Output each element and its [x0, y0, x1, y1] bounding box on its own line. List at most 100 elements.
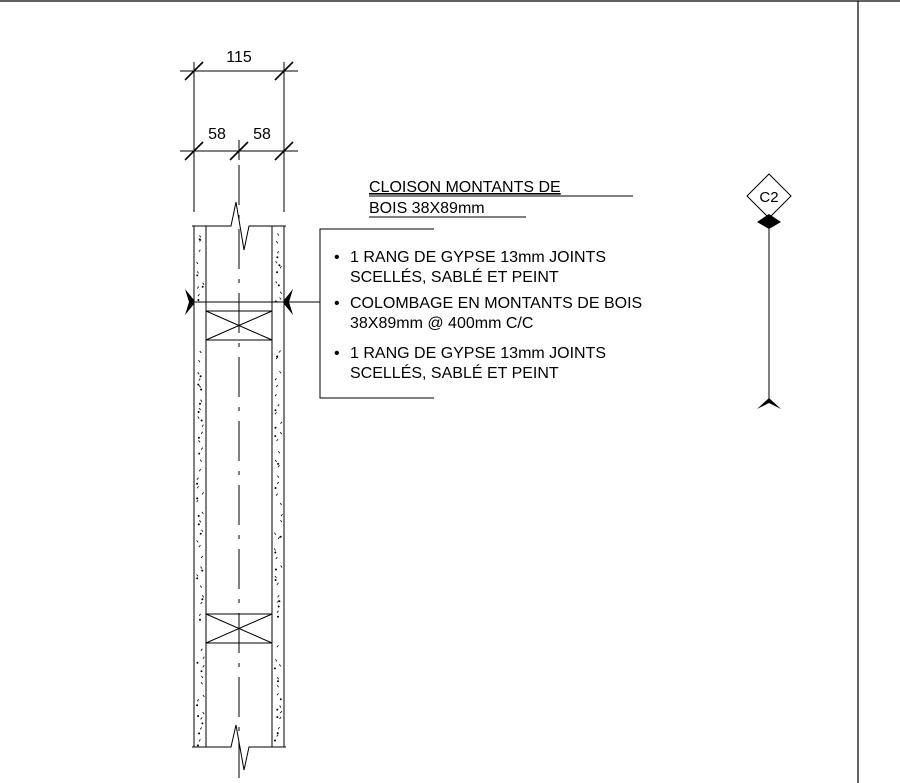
- section-tag-arrow-top: [757, 214, 781, 229]
- gypsum-speckle: [279, 291, 283, 294]
- gypsum-speckle: [277, 726, 280, 730]
- gypsum-speckle: [198, 378, 201, 381]
- gypsum-speckle: [198, 544, 201, 548]
- gypsum-speckle: [277, 536, 281, 540]
- gypsum-speckle: [279, 502, 282, 506]
- gypsum-dot: [276, 732, 279, 735]
- gypsum-speckle: [199, 727, 203, 730]
- gypsum-dot: [197, 298, 200, 301]
- gypsum-speckle: [274, 412, 277, 415]
- gypsum-speckle: [197, 416, 200, 419]
- note-2-line2: 38X89mm @ 400mm C/C: [350, 315, 533, 332]
- wall-type-title-line1: CLOISON MONTANTS DE: [369, 179, 561, 196]
- gypsum-speckle: [201, 529, 204, 533]
- gypsum-speckle: [277, 450, 281, 454]
- gypsum-dot: [278, 264, 281, 267]
- gypsum-dot: [201, 285, 204, 288]
- gypsum-dot: [201, 722, 204, 725]
- section-tag-arrow-bottom: [757, 398, 781, 409]
- gypsum-speckle: [201, 492, 204, 495]
- cut-markers: [185, 289, 293, 315]
- gypsum-speckle: [199, 235, 202, 238]
- gypsum-speckle: [200, 399, 203, 402]
- bottom-break-line: [192, 724, 286, 771]
- gypsum-speckle: [273, 548, 276, 551]
- gypsum-speckle: [196, 286, 200, 289]
- gypsum-dot: [273, 667, 276, 670]
- stud-bottom-cross-b: [205, 613, 273, 644]
- dimension-chain: [180, 61, 298, 212]
- gypsum-dot: [201, 569, 204, 572]
- note-bracket: [319, 228, 434, 399]
- gypsum-speckle: [277, 475, 280, 478]
- gypsum-speckle: [274, 394, 277, 397]
- gypsum-speckle: [198, 440, 201, 443]
- gypsum-speckle: [275, 659, 278, 662]
- gypsum-hatch: [196, 233, 283, 747]
- section-tag: C2: [746, 173, 792, 409]
- gypsum-speckle: [274, 532, 277, 536]
- gypsum-speckle: [198, 249, 201, 252]
- gypsum-speckle: [200, 717, 203, 720]
- gypsum-speckle: [196, 485, 199, 489]
- gypsum-dot: [277, 605, 280, 608]
- dimension-overall-text: 115: [226, 49, 252, 66]
- dimension-right-half-text: 58: [253, 126, 271, 143]
- cut-marker-right: [284, 289, 293, 315]
- gypsum-dot: [196, 744, 199, 747]
- gypsum-dot: [197, 383, 200, 386]
- gypsum-speckle: [196, 698, 200, 702]
- gypsum-dot: [274, 551, 277, 554]
- gypsum-speckle: [276, 438, 279, 442]
- gypsum-speckle: [201, 424, 204, 428]
- gypsum-dot: [274, 426, 277, 429]
- gypsum-speckle: [199, 520, 202, 523]
- gypsum-dot: [197, 523, 200, 526]
- gypsum-speckle: [280, 513, 283, 517]
- gypsum-speckle: [275, 356, 279, 360]
- gypsum-speckle: [279, 370, 282, 374]
- gypsum-speckle: [196, 261, 199, 265]
- gypsum-dot: [198, 732, 201, 735]
- gypsum-dot: [276, 716, 279, 719]
- gypsum-dot: [276, 271, 279, 274]
- gypsum-speckle: [200, 555, 204, 559]
- gypsum-dot: [198, 402, 201, 405]
- top-break-line: [192, 201, 286, 251]
- gypsum-speckle: [275, 384, 279, 388]
- gypsum-speckle: [202, 282, 205, 286]
- gypsum-speckle: [202, 694, 205, 698]
- gypsum-dot: [196, 497, 199, 500]
- gypsum-dot: [196, 482, 199, 485]
- gypsum-dot: [274, 300, 277, 303]
- gypsum-speckle: [200, 682, 203, 685]
- gypsum-dot: [197, 514, 200, 517]
- gypsum-dot: [277, 462, 280, 465]
- gypsum-dot: [198, 238, 201, 241]
- gypsum-speckle: [196, 271, 199, 274]
- cut-marker-left: [185, 289, 194, 315]
- gypsum-dot: [276, 256, 279, 259]
- gypsum-speckle: [276, 677, 280, 680]
- gypsum-dot: [196, 661, 199, 664]
- gypsum-speckle: [196, 540, 199, 543]
- partial-tick-right: [274, 141, 294, 161]
- gypsum-dot: [197, 436, 200, 439]
- gypsum-speckle: [200, 431, 204, 435]
- dimension-left-half-text: 58: [208, 126, 226, 143]
- gypsum-speckle: [198, 359, 201, 363]
- gypsum-dot: [201, 598, 204, 601]
- note-3-bullet: •: [334, 345, 340, 362]
- gypsum-dot: [274, 486, 277, 489]
- gypsum-speckle: [274, 575, 277, 579]
- partial-tick-center: [229, 141, 249, 161]
- gypsum-speckle: [201, 594, 205, 598]
- gypsum-speckle: [276, 481, 280, 485]
- stud-top-cross-b: [205, 310, 273, 341]
- gypsum-speckle: [280, 421, 283, 424]
- gypsum-speckle: [276, 610, 279, 614]
- gypsum-speckle: [274, 459, 277, 463]
- gypsum-dot: [274, 568, 277, 571]
- gypsum-dot: [199, 532, 202, 535]
